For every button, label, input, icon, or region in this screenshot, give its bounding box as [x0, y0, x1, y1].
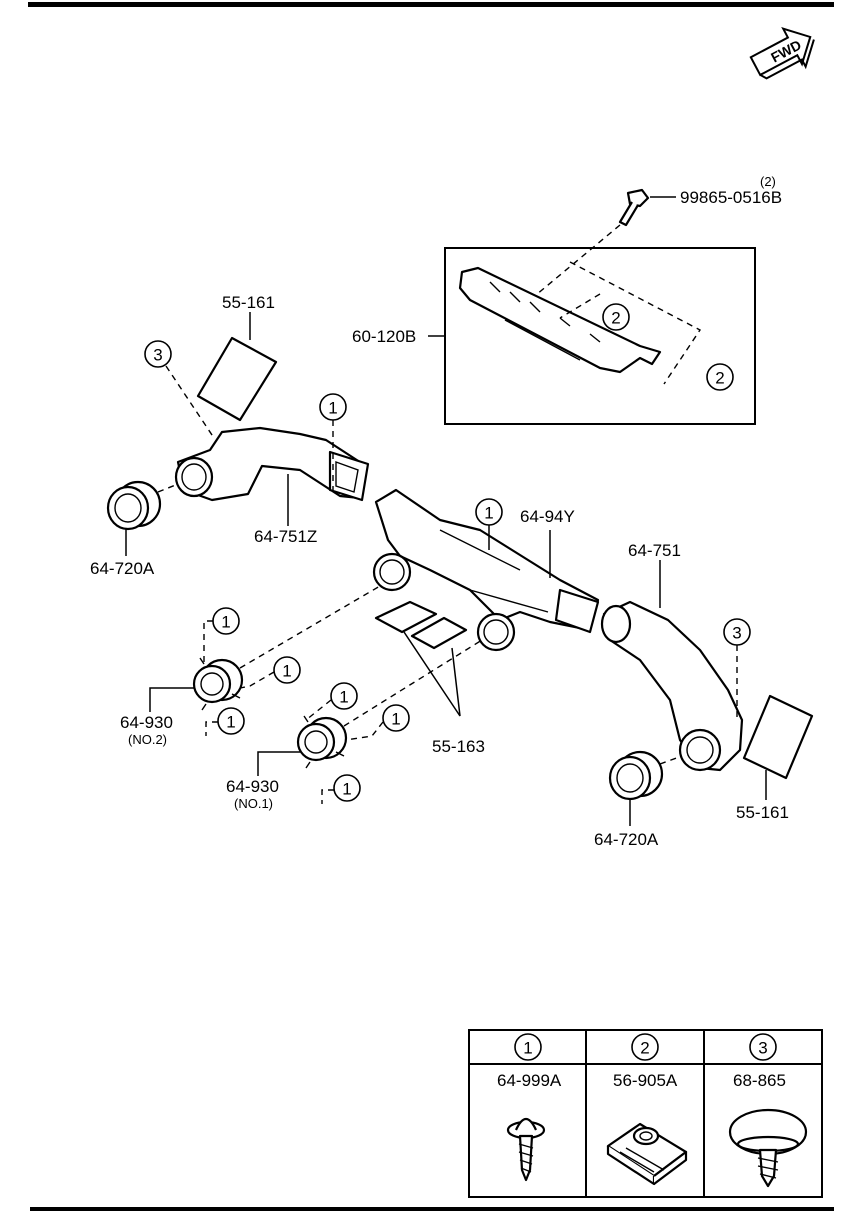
duct-left-part-number: 64-751Z: [254, 527, 317, 546]
nozzle-right: [608, 750, 664, 801]
top-border: [28, 2, 834, 7]
svg-text:1: 1: [221, 613, 230, 632]
vent-no2-leader: [149, 687, 194, 712]
screw-icon: [506, 1117, 546, 1182]
fwd-arrow-icon: FWD: [749, 27, 815, 80]
svg-text:1: 1: [342, 780, 351, 799]
svg-text:2: 2: [611, 309, 620, 328]
svg-text:1: 1: [328, 399, 337, 418]
callout-1-vent-no1-top: 1: [330, 682, 358, 710]
nozzle-left-part-number: 64-720A: [90, 559, 155, 578]
callout-1-duct-center: 1: [475, 498, 503, 526]
tape-right: [742, 694, 814, 780]
callout-1-vent-no2-bottom: 1: [217, 707, 245, 735]
callout-1-duct-left: 1: [319, 393, 347, 421]
callout-1-vent-no2-right-dash: [239, 671, 275, 689]
tape-left: [196, 336, 278, 422]
nozzle-right-part-number: 64-720A: [594, 830, 659, 849]
bolt-quantity: (2): [760, 174, 776, 189]
callout-3-right: 3: [723, 618, 751, 646]
tape-center-leader: [403, 631, 461, 717]
callout-1-vent-no1-top-dash: [305, 699, 332, 721]
vent-no1-sub: (NO.1): [234, 796, 273, 811]
bracket-part: [458, 266, 662, 374]
legend-part-2: 56-905A: [613, 1071, 678, 1090]
tape-center-part-number: 55-163: [432, 737, 485, 756]
vent-no2: [192, 657, 244, 711]
nozzle-left-dash: [157, 483, 179, 493]
callout-1-vent-no2-top-dash: [203, 620, 213, 666]
duct-center: [372, 488, 600, 652]
callout-2-b: 2: [706, 363, 734, 391]
bolt-dash-line: [529, 224, 621, 301]
svg-text:1: 1: [484, 504, 493, 523]
duct-center-part-number: 64-94Y: [520, 507, 575, 526]
svg-text:1: 1: [226, 713, 235, 732]
callout-1-vent-no1-right: 1: [382, 704, 410, 732]
nozzle-left: [106, 480, 162, 531]
vent-no2-dash: [239, 585, 381, 669]
bracket-dash-line-2: [559, 293, 601, 319]
tape-left-part-number: 55-161: [222, 293, 275, 312]
duct-right-part-number: 64-751: [628, 541, 681, 560]
push-clip-icon: [728, 1108, 808, 1188]
legend-part-1: 64-999A: [497, 1071, 562, 1090]
vent-no1-leader: [257, 751, 300, 776]
vent-no1-part-number: 64-930: [226, 777, 279, 796]
bracket-part-number: 60-120B: [352, 327, 416, 346]
svg-text:1: 1: [339, 688, 348, 707]
legend-part-3: 68-865: [733, 1071, 786, 1090]
svg-text:3: 3: [153, 346, 162, 365]
svg-text:3: 3: [732, 624, 741, 643]
callout-3-left: 3: [144, 340, 172, 368]
nozzle-right-dash: [659, 755, 683, 765]
legend-header-2: 2: [631, 1033, 659, 1061]
callout-1-vent-no2-top: 1: [212, 607, 240, 635]
callout-1-vent-no1-bottom: 1: [333, 774, 361, 802]
callout-1-vent-no2-right: 1: [273, 656, 301, 684]
svg-text:2: 2: [640, 1039, 649, 1058]
bracket-dash-line-1: [569, 261, 702, 385]
vent-no2-sub: (NO.2): [128, 732, 167, 747]
tape-right-part-number: 55-161: [736, 803, 789, 822]
svg-text:2: 2: [715, 369, 724, 388]
vent-no1: [296, 715, 348, 769]
bottom-border: [30, 1207, 834, 1211]
svg-text:1: 1: [391, 710, 400, 729]
svg-text:1: 1: [282, 662, 291, 681]
duct-left: [174, 426, 370, 502]
vent-no2-part-number: 64-930: [120, 713, 173, 732]
bolt-part-number: 99865-0516B: [680, 188, 782, 207]
tape-center-b: [410, 616, 468, 650]
callout-3-left-dash: [165, 365, 215, 439]
clip-nut-icon: [606, 1122, 688, 1186]
legend-header-1: 1: [514, 1033, 542, 1061]
vent-no1-dash: [343, 639, 483, 727]
callout-1-vent-no2-bottom-dash: [205, 721, 218, 736]
callout-1-vent-no1-right-dash: [345, 721, 384, 741]
callout-2-a: 2: [602, 303, 630, 331]
svg-text:3: 3: [758, 1039, 767, 1058]
callout-1-vent-no1-bottom-dash: [321, 789, 334, 804]
bolt-icon: [618, 188, 650, 227]
legend-header-3: 3: [749, 1033, 777, 1061]
legend-table: 1 2 3 64-999A 56-905A 68-865: [468, 1029, 823, 1198]
svg-text:1: 1: [523, 1039, 532, 1058]
tape-center-a: [374, 600, 438, 634]
duct-right: [600, 600, 744, 772]
